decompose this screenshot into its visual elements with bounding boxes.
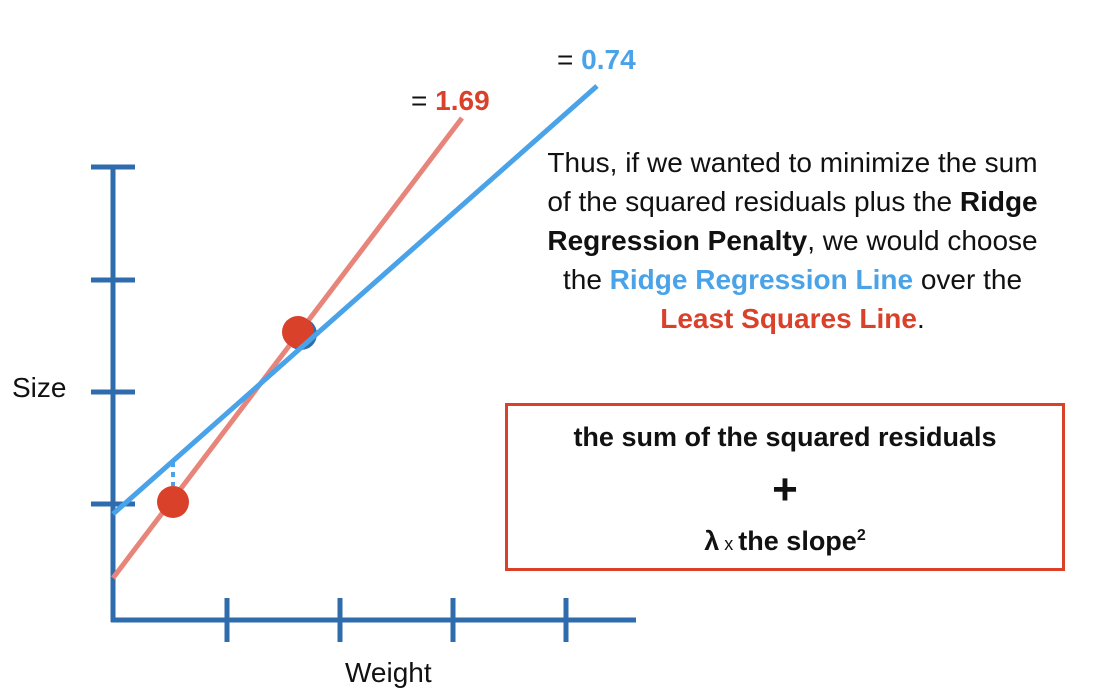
exponent: 2 bbox=[856, 527, 866, 544]
formula-box: the sum of the squared residuals + λ x t… bbox=[505, 403, 1065, 571]
x-axis-label: Weight bbox=[345, 657, 432, 688]
lambda-symbol: λ bbox=[704, 526, 720, 556]
explanation-part: over the bbox=[913, 264, 1023, 295]
formula-penalty-term: λ x the slope2 bbox=[508, 526, 1062, 557]
y-axis-label: Size bbox=[12, 372, 67, 403]
equals-sign: = bbox=[557, 44, 582, 75]
times-sign: x bbox=[719, 534, 739, 554]
least-squares-mention: Least Squares Line bbox=[660, 303, 917, 334]
ridge-slope-label: = 0.74 bbox=[557, 44, 636, 76]
formula-sum-of-squared-residuals: the sum of the squared residuals bbox=[573, 422, 997, 452]
ridge-regression-line bbox=[111, 84, 599, 516]
explanation-part: . bbox=[916, 303, 925, 334]
ridge-line-mention: Ridge Regression Line bbox=[609, 264, 914, 295]
explanation-text: Thus, if we wanted to minimize the sum o… bbox=[540, 143, 1045, 338]
least-squares-slope-value: 1.69 bbox=[435, 85, 490, 116]
least-squares-slope-label: = 1.69 bbox=[411, 85, 490, 117]
formula-plus-sign: + bbox=[772, 465, 798, 514]
data-point bbox=[157, 486, 189, 518]
ridge-slope-value: 0.74 bbox=[581, 44, 636, 75]
equals-sign: = bbox=[411, 85, 436, 116]
slope-text: the slope bbox=[738, 526, 857, 556]
explanation-bold: Ridge Regression Penalty bbox=[547, 186, 1038, 256]
explanation-part: , we would choose the bbox=[562, 225, 1038, 295]
explanation-part: Thus, if we wanted to minimize the sum o… bbox=[547, 147, 1038, 217]
